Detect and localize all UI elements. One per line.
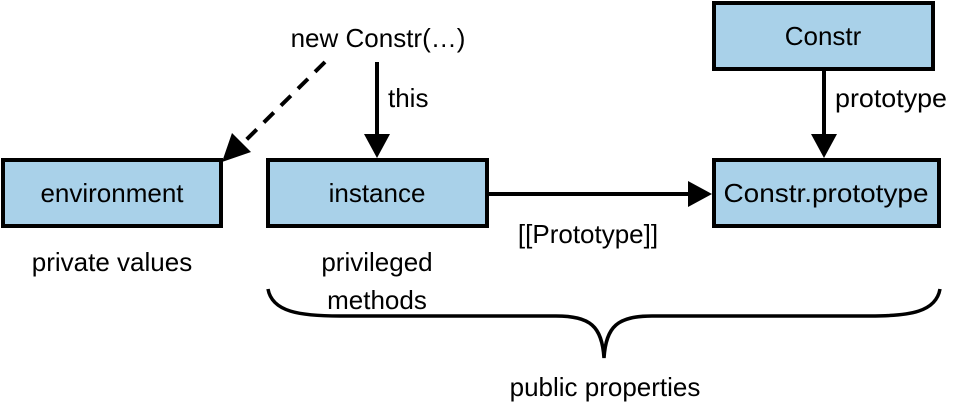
node-constr-box (712, 1, 935, 71)
arrowhead-proto-link (688, 181, 712, 207)
arrowhead-environment (222, 133, 251, 162)
node-environment: environment (1, 158, 223, 228)
label-new-constr: new Constr(…) (291, 23, 466, 53)
node-environment-label: environment (40, 178, 184, 208)
node-instance-box (266, 158, 489, 228)
arrowhead-instance (364, 134, 390, 158)
node-constr-prototype-box (712, 158, 941, 228)
label-privileged-line1: privileged (321, 247, 432, 277)
label-prototype: prototype (835, 83, 947, 113)
edge-new-to-environment (238, 60, 327, 148)
label-this: this (388, 83, 428, 113)
node-environment-box (1, 158, 223, 228)
node-instance: instance (266, 158, 489, 228)
label-public-properties: public properties (510, 372, 701, 402)
label-private-values: private values (32, 247, 192, 277)
arrowhead-constr-prototype (811, 134, 837, 158)
public-properties-brace (266, 288, 942, 359)
node-constr-prototype-label: Constr.prototype (724, 178, 929, 208)
node-constr-prototype: Constr.prototype (712, 158, 941, 228)
label-privileged-line2: methods (327, 285, 427, 315)
label-proto-link: [[Prototype]] (518, 219, 658, 249)
node-instance-label: instance (329, 178, 426, 208)
node-constr-label: Constr (785, 21, 862, 51)
node-constr: Constr (712, 1, 935, 71)
